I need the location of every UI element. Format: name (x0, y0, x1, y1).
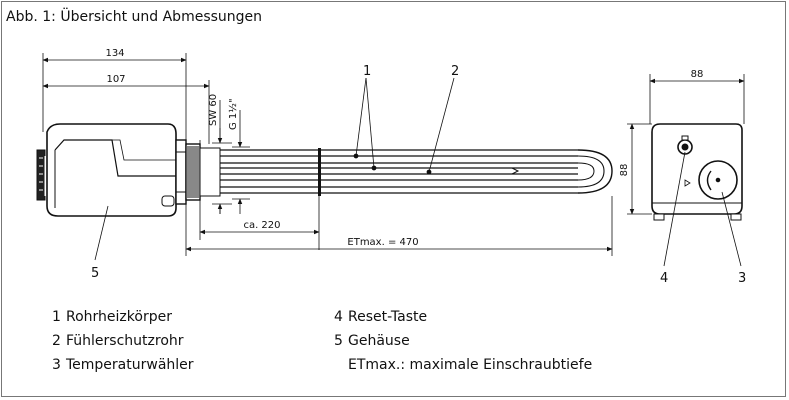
legend-text: Fühlerschutzrohr (66, 333, 184, 349)
legend-text: Gehäuse (348, 333, 410, 349)
legend-item-2: 2 Fühlerschutzrohr (52, 333, 184, 349)
legend-text: Rohrheizkörper (66, 309, 172, 325)
callout-4: 4 (660, 271, 668, 286)
legend-text: Temperaturwähler (66, 357, 194, 373)
callout-1: 1 (363, 64, 371, 79)
callout-3: 3 (738, 271, 746, 286)
legend-number: 2 (52, 333, 61, 349)
legend-number: 5 (334, 333, 343, 349)
end-view-housing (651, 123, 743, 221)
legend-item-4: 4 Reset-Taste (334, 309, 427, 325)
end-view-dimensions (627, 74, 745, 267)
legend-item-5: 5 Gehäuse (334, 333, 410, 349)
callout-5: 5 (91, 266, 99, 281)
legend-text: Reset-Taste (348, 309, 428, 325)
dimension-lines (42, 53, 613, 261)
legend-item-3: 3 Temperaturwähler (52, 357, 194, 373)
dim-88-width: 88 (691, 69, 704, 80)
dim-sw60: SW 60 (208, 94, 219, 126)
heater-tubes (220, 148, 613, 196)
dim-g112: G 1½" (227, 98, 239, 130)
legend-item-1: 1 Rohrheizkörper (52, 309, 172, 325)
legend-number: 4 (334, 309, 343, 325)
legend-number: 3 (52, 357, 61, 373)
dim-88-height: 88 (619, 164, 630, 177)
figure-title: Abb. 1: Übersicht und Abmessungen (6, 9, 263, 25)
legend-number: 1 (52, 309, 61, 325)
dim-ca220: ca. 220 (243, 220, 280, 231)
housing-body (36, 123, 177, 217)
dim-107: 107 (106, 74, 125, 85)
dim-134: 134 (105, 48, 124, 59)
hex-nut (175, 139, 221, 205)
dim-etmax: ETmax. = 470 (347, 237, 418, 248)
callout-2: 2 (451, 64, 459, 79)
legend-note: ETmax.: maximale Einschraubtiefe (348, 357, 593, 373)
